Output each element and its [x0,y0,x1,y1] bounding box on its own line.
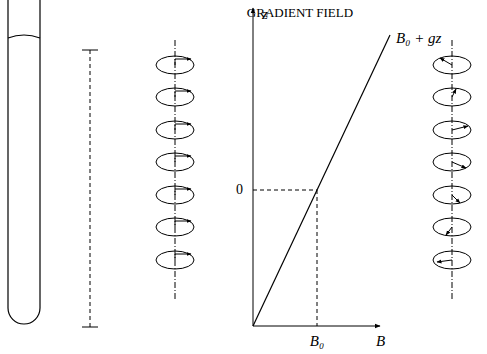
curve-label: B₀ + gz [396,31,441,46]
tick-label: B₀ [310,334,324,349]
field-graph [253,8,390,326]
aligned-spins [156,40,194,300]
dephased-spins [433,40,471,300]
axis-label: z [262,7,268,22]
test-tube [8,0,40,324]
tick-label: 0 [236,183,243,197]
axis-label: B [376,334,385,349]
sample-extent [82,50,98,327]
